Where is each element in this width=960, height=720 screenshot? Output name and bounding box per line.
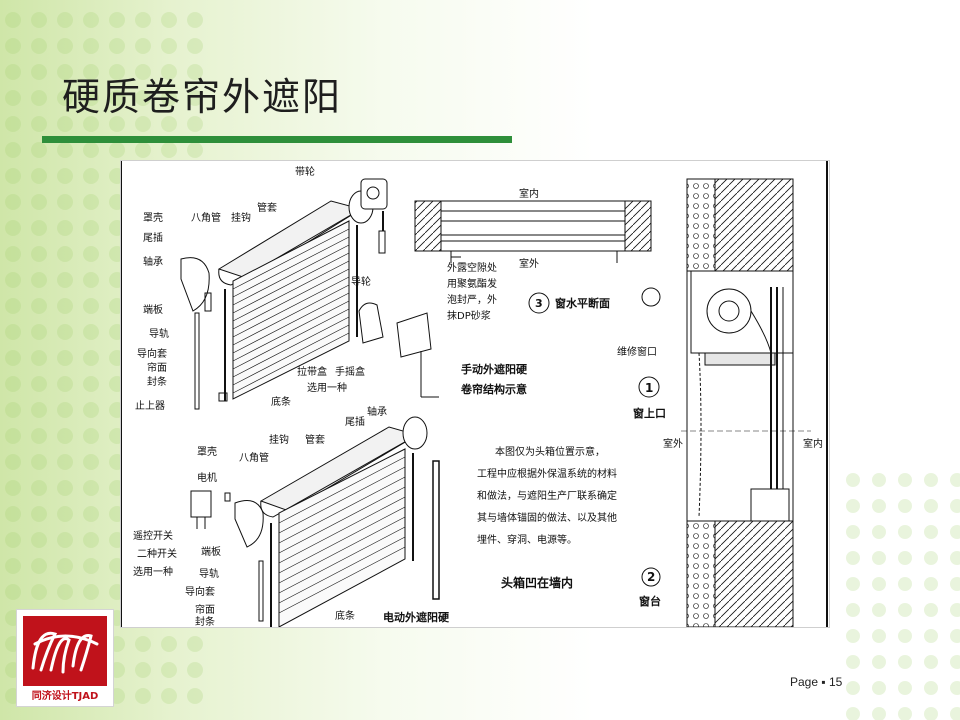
manual-caption-line1: 手动外遮阳硬	[461, 362, 528, 376]
logo-emblem	[23, 616, 107, 686]
vertical-outdoor-label: 室外	[663, 437, 683, 450]
label-guide-sleeve-electric: 导向套	[185, 585, 215, 598]
plan-note-line-3: 泡封严，外	[447, 293, 497, 306]
label-curtain-electric: 帘面	[195, 603, 215, 616]
construction-diagram: 带轮 罩壳 八角管 挂钩 管套 尾插 轴承 导轮 端板 导轨 导向套 帘面 封条…	[120, 160, 830, 628]
label-tube-sleeve-electric: 管套	[305, 433, 325, 446]
plan-section-number: 3	[535, 297, 543, 310]
label-choose-one: 选用一种	[307, 381, 347, 394]
label-belt-wheel: 带轮	[295, 165, 315, 178]
vertical-indoor-label: 室内	[803, 437, 823, 450]
label-octagon-tube-electric: 八角管	[239, 451, 269, 464]
plan-indoor-label: 室内	[519, 187, 539, 200]
electric-caption: 电动外遮阳硬	[383, 610, 450, 624]
manual-shade-drawing	[180, 178, 439, 410]
detail-1-label: 窗上口	[633, 406, 666, 420]
label-end-plate: 端板	[143, 303, 163, 316]
label-seal-strip: 封条	[147, 375, 167, 388]
label-tail-plug: 尾插	[143, 231, 163, 244]
tjad-logo: 同济设计TJAD	[16, 609, 114, 707]
label-end-plate-electric: 端板	[201, 545, 221, 558]
label-bearing-electric: 轴承	[367, 405, 387, 418]
label-hook-electric: 挂钩	[269, 433, 289, 446]
maintenance-window-label: 维修窗口	[617, 345, 657, 358]
note-line-1: 本图仅为头箱位置示意，	[495, 445, 605, 458]
plan-note-line-4: 抹DP砂浆	[447, 309, 491, 322]
note-line-2: 工程中应根据外保温系统的材料	[477, 467, 617, 480]
label-tube-sleeve: 管套	[257, 201, 277, 214]
plan-section-title: 窗水平断面	[555, 296, 610, 310]
detail-2-label: 窗台	[639, 594, 661, 608]
label-curtain: 帘面	[147, 361, 167, 374]
label-tail-plug-electric: 尾插	[345, 415, 365, 428]
wall-vertical-section	[681, 178, 811, 627]
head-box-title: 头箱凹在墙内	[501, 575, 573, 590]
title-underline	[42, 136, 512, 143]
label-guide-rail: 导轨	[149, 327, 169, 340]
label-choose-one-electric: 选用一种	[133, 565, 173, 578]
label-bottom-bar-electric: 底条	[335, 609, 355, 622]
label-bearing: 轴承	[143, 255, 163, 268]
diagram-drawing: 带轮 罩壳 八角管 挂钩 管套 尾插 轴承 导轮 端板 导轨 导向套 帘面 封条…	[121, 161, 828, 627]
label-cover: 罩壳	[143, 211, 163, 224]
window-horizontal-section	[414, 200, 652, 263]
logo-caption: 同济设计TJAD	[31, 691, 99, 702]
label-guide-wheel: 导轮	[351, 275, 371, 288]
label-two-switches: 二种开关	[137, 547, 177, 560]
label-motor: 电机	[197, 471, 217, 484]
label-stopper: 止上器	[135, 400, 165, 412]
note-line-5: 埋件、穿洞、电源等。	[477, 533, 577, 546]
label-remote-switch: 遥控开关	[133, 529, 173, 542]
label-guide-rail-electric: 导轨	[199, 567, 219, 580]
label-hook: 挂钩	[231, 211, 251, 224]
label-seal-strip-electric: 封条	[195, 615, 215, 627]
label-strap-box: 拉带盒	[297, 365, 327, 378]
note-line-4: 其与墙体锚固的做法、以及其他	[477, 511, 617, 524]
detail-1-number: 1	[645, 381, 653, 395]
plan-section-number-circle	[528, 292, 550, 314]
plan-note-line-1: 外露空隙处	[447, 261, 497, 274]
plan-note-line-2: 用聚氨酯发	[447, 277, 497, 290]
label-cover-electric: 罩壳	[197, 445, 217, 458]
detail-2-number: 2	[647, 570, 655, 584]
manual-caption-line2: 卷帘结构示意	[460, 382, 527, 396]
label-bottom-bar: 底条	[271, 395, 291, 408]
electric-shade-drawing	[190, 416, 440, 627]
page-number: Page ▪ 15	[790, 675, 843, 689]
label-crank-box: 手摇盒	[335, 365, 365, 378]
label-guide-sleeve: 导向套	[137, 347, 167, 360]
slide-title: 硬质卷帘外遮阳	[62, 75, 343, 119]
note-line-3: 和做法，与遮阳生产厂联系确定	[477, 489, 617, 502]
plan-outdoor-label: 室外	[519, 257, 539, 270]
label-octagon-tube: 八角管	[191, 211, 221, 224]
